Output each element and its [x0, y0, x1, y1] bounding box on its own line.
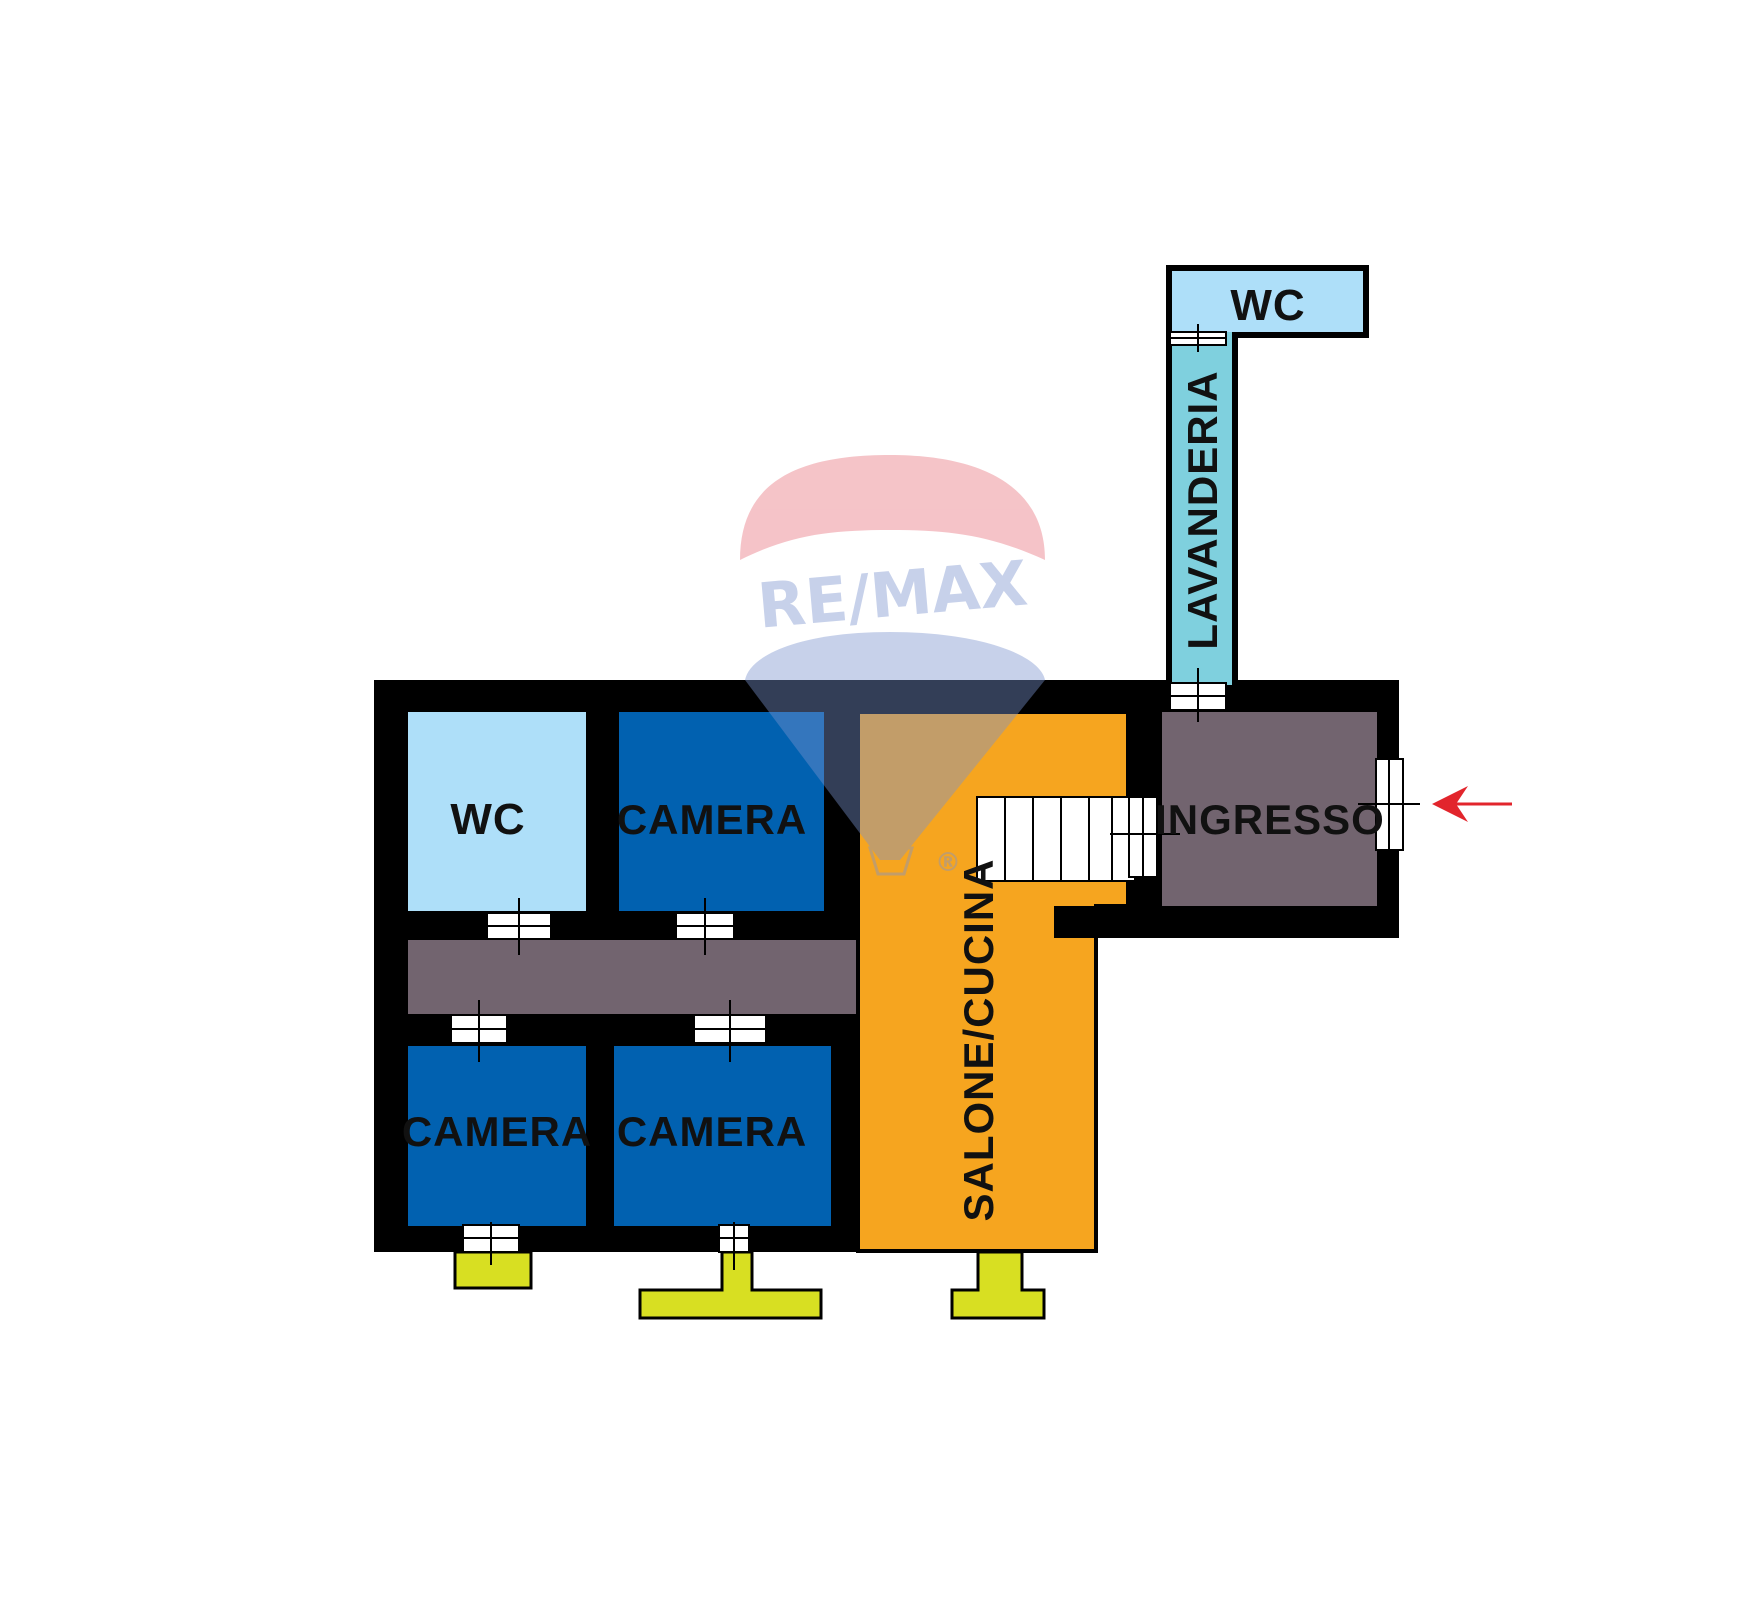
door-ingresso-stairs	[1110, 796, 1180, 878]
wc-left-room	[408, 712, 586, 911]
door-camera-top	[675, 898, 735, 955]
ingresso-floor-wall	[1054, 906, 1399, 938]
staircase	[976, 796, 1136, 882]
salone-cucina-label: SALONE/CUCINA	[955, 858, 1002, 1221]
main-entrance-door	[1358, 758, 1420, 851]
balcony-left	[453, 1250, 533, 1290]
registered-mark: ®	[935, 848, 961, 878]
balcony-right	[950, 1250, 1046, 1320]
arrow-left-icon	[1432, 786, 1512, 822]
camera-top-label: CAMERA	[617, 796, 807, 843]
balconies	[453, 1250, 1046, 1320]
door-lavanderia	[1169, 668, 1227, 722]
lavanderia-room	[1172, 332, 1232, 685]
camera-bottom-left-room	[408, 1046, 586, 1226]
lavanderia-label: LAVANDERIA	[1179, 370, 1226, 649]
camera-bottom-left-label: CAMERA	[402, 1108, 592, 1155]
camera-top-room	[619, 712, 824, 911]
door-camera-bottom-left	[450, 1000, 508, 1062]
door-wc-top	[1169, 324, 1227, 352]
room-labels: WC LAVANDERIA WC CAMERA CAMERA CAMERA SA…	[402, 281, 1385, 1222]
ingresso-room	[1162, 712, 1377, 906]
door-camera-bottom-right	[693, 1000, 767, 1062]
openings	[450, 324, 1420, 1270]
window-camera-bottom-left	[462, 1222, 520, 1265]
ingresso-label: INGRESSO	[1155, 796, 1385, 843]
balcony-center	[638, 1250, 823, 1320]
window-camera-bottom-right	[718, 1222, 750, 1270]
wc-top-label: WC	[1230, 281, 1305, 330]
remax-watermark: RE/MAX ®	[740, 455, 1045, 878]
wc-top-room	[1172, 271, 1363, 332]
camera-bottom-right-room	[614, 1046, 831, 1226]
camera-bottom-right-label: CAMERA	[617, 1108, 807, 1155]
wc-left-label: WC	[450, 795, 525, 844]
door-wc-left	[486, 898, 552, 955]
remax-brand-text: RE/MAX	[755, 546, 1031, 642]
corridor-room	[408, 940, 859, 1014]
